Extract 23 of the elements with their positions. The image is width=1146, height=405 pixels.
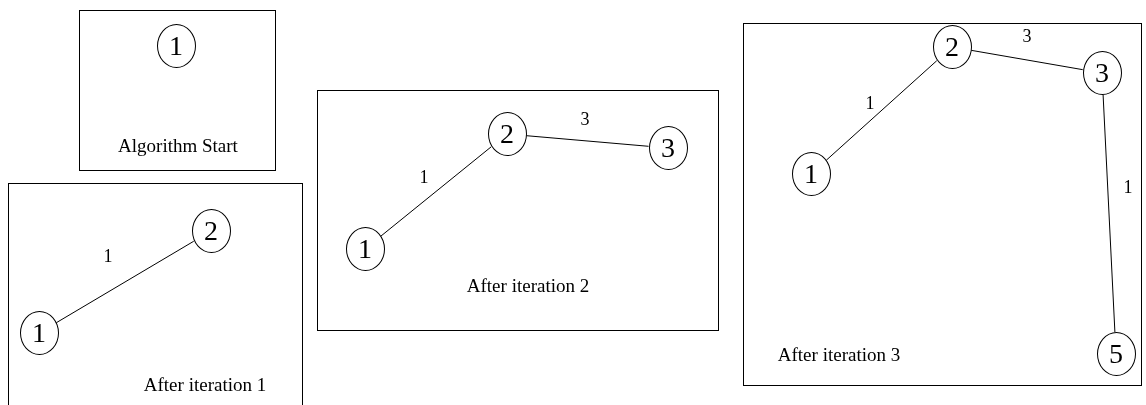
- node-number: 2: [204, 215, 218, 247]
- edge-weight: 3: [578, 110, 592, 128]
- edge-line: [970, 49, 1084, 71]
- panel-caption: After iteration 2: [466, 275, 590, 297]
- node-number: 3: [1095, 57, 1109, 89]
- node-number: 1: [32, 317, 46, 349]
- node-number: 5: [1109, 338, 1123, 370]
- node-number: 1: [358, 233, 372, 265]
- edge-weight: 3: [1020, 27, 1034, 45]
- edge-line: [1102, 94, 1116, 333]
- panel-frame: [79, 10, 276, 171]
- edge-line: [380, 146, 492, 237]
- edge-line: [55, 240, 195, 324]
- node-number: 3: [661, 132, 675, 164]
- panel-caption: After iteration 3: [777, 344, 901, 366]
- edge-line: [525, 135, 650, 147]
- node-number: 2: [945, 31, 959, 63]
- node-number: 1: [804, 158, 818, 190]
- node-number: 1: [169, 30, 183, 62]
- panel-caption: Algorithm Start: [118, 135, 238, 157]
- node-number: 2: [500, 118, 514, 150]
- panel-caption: After iteration 1: [143, 374, 267, 396]
- edge-line: [825, 60, 938, 161]
